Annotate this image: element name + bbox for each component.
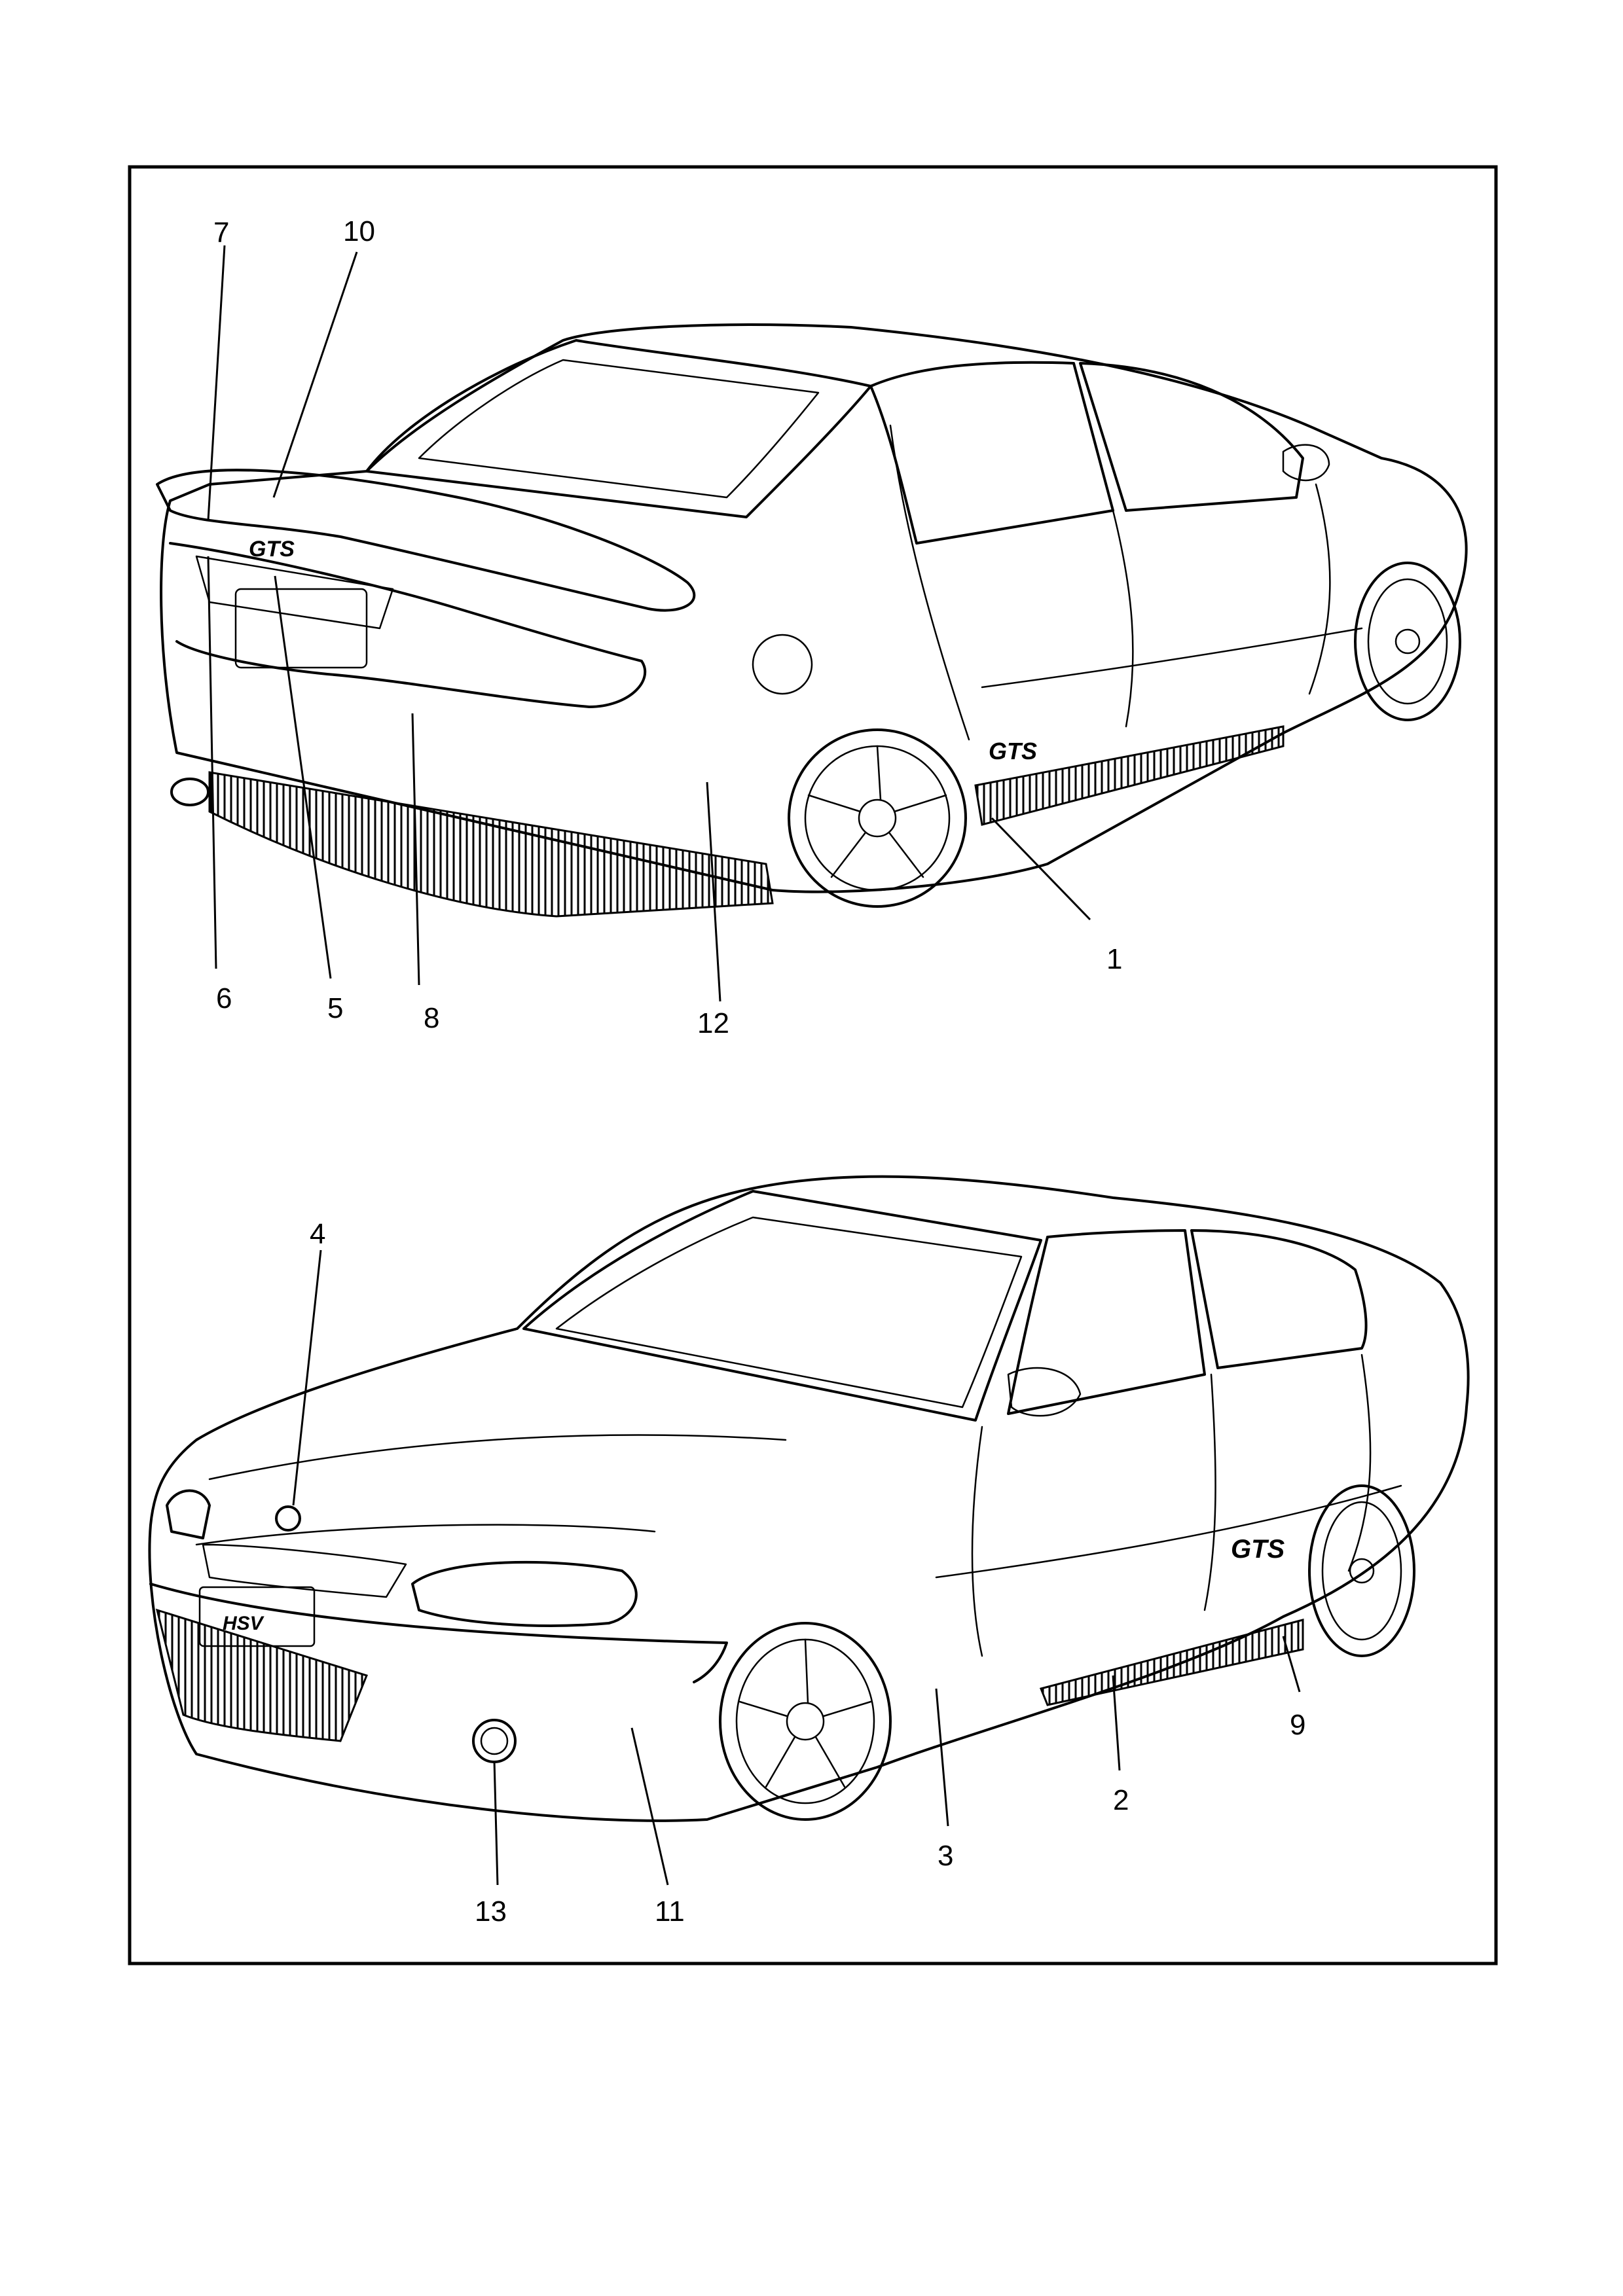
callout-6: 6 [216,982,232,1014]
callout-4: 4 [310,1218,325,1250]
front-plate-text: HSV [223,1613,265,1634]
callout-13: 13 [475,1895,507,1928]
front-side-skirt-hatch [1041,1620,1303,1705]
front-view-leaders [293,1250,1300,1885]
callout-5: 5 [327,992,343,1024]
callout-11: 11 [655,1895,685,1928]
callout-8: 8 [424,1002,439,1034]
callout-9: 9 [1290,1709,1305,1741]
rear-bumper-hatch [210,772,773,916]
callout-3: 3 [938,1840,953,1872]
front-side-badge: GTS [1231,1535,1285,1564]
callout-7: 7 [213,217,229,249]
front-view-illustration [149,1177,1468,1821]
callout-10: 10 [343,215,375,247]
rear-side-badge: GTS [989,738,1037,764]
rear-boot-badge: GTS [249,537,295,562]
callout-12: 12 [697,1007,729,1039]
callout-2: 2 [1113,1784,1129,1816]
rear-view-illustration [157,325,1467,916]
callout-1: 1 [1106,943,1122,975]
